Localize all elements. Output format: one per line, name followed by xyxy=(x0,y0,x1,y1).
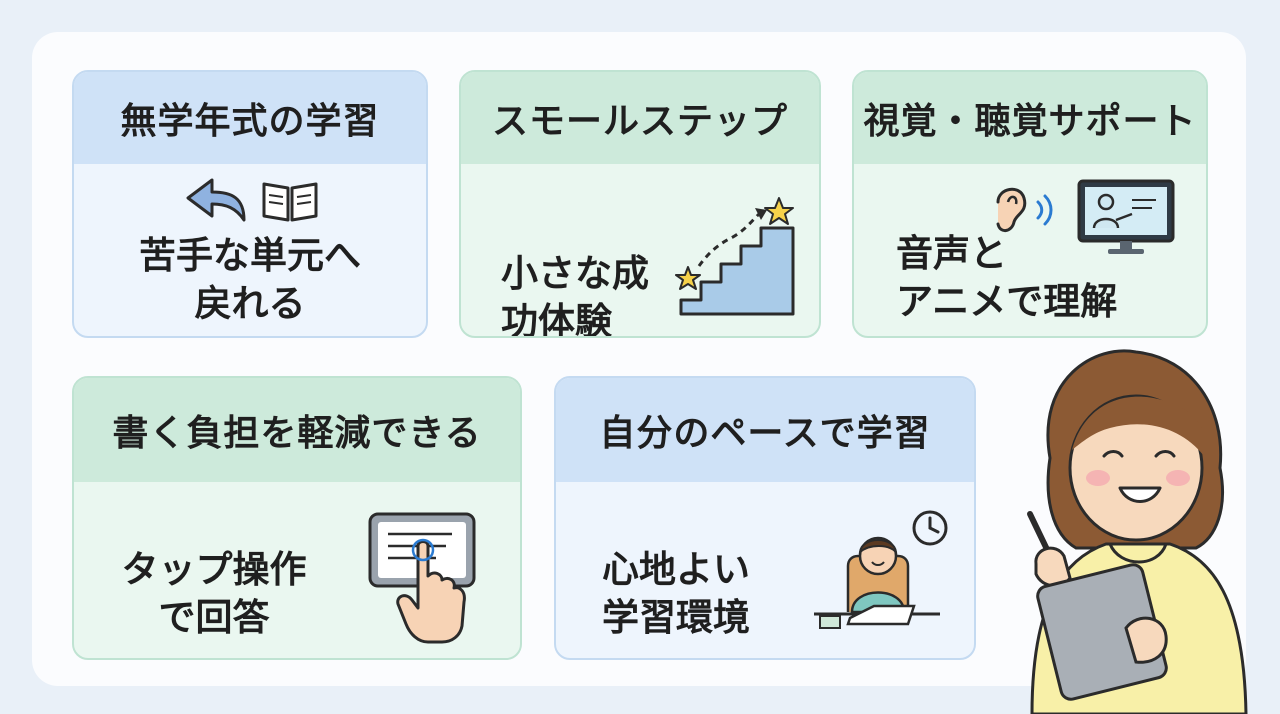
card-title: 書く負担を軽減できる xyxy=(74,378,520,482)
star-icon xyxy=(764,197,794,225)
card-description: 音声と アニメで理解 xyxy=(896,232,1118,323)
teacher-character xyxy=(1006,338,1256,714)
card-small-step: スモールステップ 小さな成 功体験 xyxy=(459,70,821,338)
card-description: 苦手な単元へ 戻れる xyxy=(139,234,361,325)
back-arrow-icon xyxy=(182,172,250,224)
card-description: 小さな成 功体験 xyxy=(501,252,649,338)
star-icon xyxy=(675,266,701,292)
card-title: 無学年式の学習 xyxy=(74,72,426,164)
stairs-icon xyxy=(675,196,801,320)
card-grade-free-learning: 無学年式の学習 苦手な単元へ 戻れる xyxy=(72,70,428,338)
tablet-tap-icon xyxy=(366,510,482,646)
studying-child-icon xyxy=(812,526,942,636)
monitor-teacher-icon xyxy=(1076,178,1176,258)
open-book-icon xyxy=(260,178,320,224)
ear-icon xyxy=(990,180,1030,236)
card-title: 視覚・聴覚サポート xyxy=(854,72,1206,164)
card-title: スモールステップ xyxy=(461,72,819,164)
card-description: 心地よい 学習環境 xyxy=(602,548,750,639)
card-description: タップ操作 で回答 xyxy=(121,548,307,639)
sound-waves-icon xyxy=(1034,190,1056,230)
card-own-pace-learning: 自分のペースで学習 心地よい 学習環境 xyxy=(554,376,976,660)
card-audio-visual-support: 視覚・聴覚サポート 音声と アニメで理解 xyxy=(852,70,1208,338)
card-title: 自分のペースで学習 xyxy=(556,378,974,482)
card-reduce-writing-burden: 書く負担を軽減できる タップ操作 で回答 xyxy=(72,376,522,660)
clock-icon xyxy=(910,508,950,548)
